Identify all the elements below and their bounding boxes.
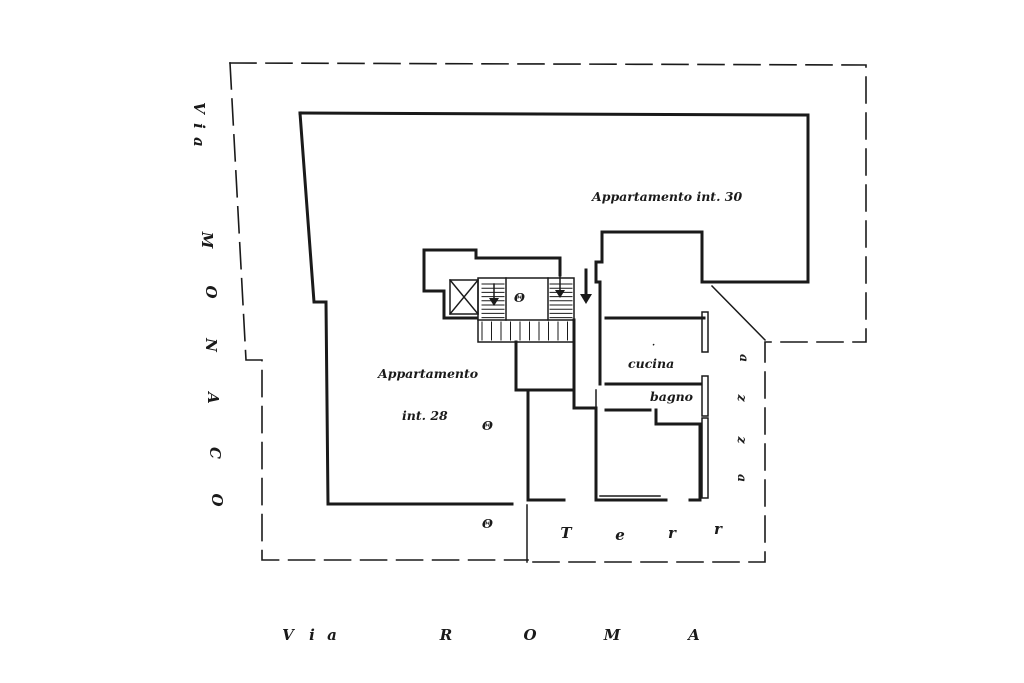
theta-symbol-apt28: Θ xyxy=(482,418,493,433)
landing-outline xyxy=(422,230,714,320)
arrow-down-icon xyxy=(489,268,592,306)
terrace-letter: r xyxy=(668,524,677,542)
street-letter: i xyxy=(190,123,208,129)
street-letter: M xyxy=(603,626,621,644)
street-letter: i xyxy=(309,626,315,644)
label-kitchen: cucina xyxy=(628,356,674,371)
street-label-left-vertical: Vi aM O N A C O xyxy=(190,102,226,506)
terrace-letter: z xyxy=(735,435,750,444)
building-outline xyxy=(298,111,810,506)
street-letter: O xyxy=(202,285,220,298)
street-letter: N xyxy=(202,337,220,353)
street-letter: R xyxy=(439,626,452,644)
street-letter: V xyxy=(190,102,208,115)
theta-symbol-entrance: Θ xyxy=(482,516,493,531)
terrace-label-right: a z z a xyxy=(735,354,752,482)
label-apartment-28: Appartamento xyxy=(377,366,478,381)
label-apartment-30: Appartamento int. 30 xyxy=(591,189,742,204)
street-letter: a xyxy=(190,137,208,147)
street-letter: M xyxy=(198,231,216,249)
label-apartment-28-number: int. 28 xyxy=(402,408,448,423)
street-letter: A xyxy=(686,626,700,644)
street-letter: V xyxy=(282,626,295,644)
terrace-letter: r xyxy=(714,520,723,538)
street-letter: O xyxy=(523,626,536,644)
street-letter: C xyxy=(206,447,224,459)
street-letter: A xyxy=(204,390,222,404)
property-boundary xyxy=(229,62,867,563)
terrace-letter: a xyxy=(735,474,750,482)
label-bath: bagno xyxy=(650,389,693,404)
elevator-cross-icon xyxy=(448,278,480,316)
kitchen-mark: · xyxy=(652,341,655,351)
street-letter: a xyxy=(327,626,337,644)
interior-walls xyxy=(526,308,709,502)
terrace-letter: z xyxy=(735,393,750,402)
street-letter: O xyxy=(208,493,226,506)
terrace-letter: e xyxy=(615,526,625,544)
theta-symbol-stair: Θ xyxy=(514,290,525,305)
terrace-letter: a xyxy=(737,354,752,362)
terrace-letter: T xyxy=(560,524,573,542)
